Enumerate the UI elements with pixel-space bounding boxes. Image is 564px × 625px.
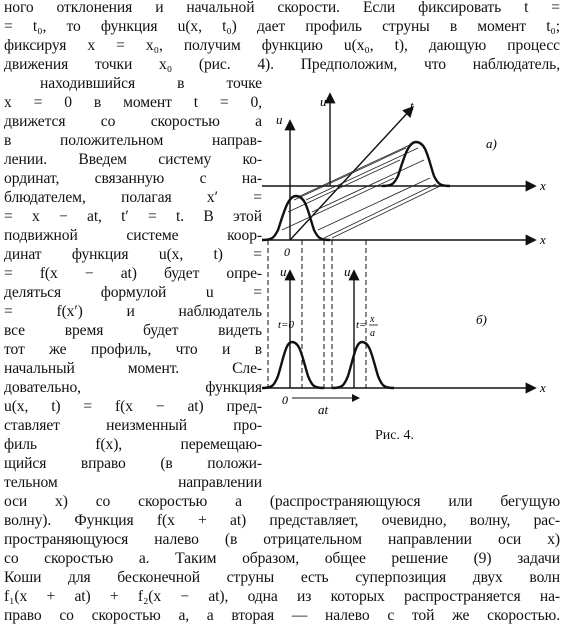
- text-line: Коши для бесконечной струны есть суперпо…: [4, 569, 560, 586]
- text-line: u(x, t) = f(x − at) пред-: [4, 398, 262, 415]
- text-line: ного отклонения и начальной скорости. Ес…: [4, 0, 560, 16]
- u-label2-a: u: [320, 94, 327, 109]
- profile-b-moved: [331, 340, 395, 390]
- text-line: довательно, функция: [4, 379, 262, 396]
- t0-label: t=0: [278, 319, 294, 331]
- text-line: = f(x − at) будет опре-: [4, 265, 262, 282]
- projection-lines: [267, 240, 367, 388]
- u-label-a: u: [276, 112, 283, 127]
- page: ного отклонения и начальной скорости. Ес…: [4, 0, 560, 624]
- label-b: б): [476, 312, 487, 327]
- profile-initial: [262, 194, 331, 242]
- text-line: = f(x′) и наблюдатель: [4, 303, 262, 320]
- text-line: тельном направлении: [4, 474, 262, 491]
- text-line: ставляет неизменный про-: [4, 417, 262, 434]
- text-line: со скоростью a. Таким образом, общее реш…: [4, 550, 560, 567]
- text-line: волну). Функция f(x + at) представляет, …: [4, 512, 560, 529]
- text-line: ординат, связанную с на-: [4, 170, 262, 187]
- label-a: а): [486, 136, 497, 151]
- t-label-b: t=: [356, 319, 366, 331]
- origin-b: 0: [282, 393, 288, 407]
- text-line: пространяющуюся налево (в отрицательном …: [4, 531, 560, 548]
- text-line: движения точки x₀ (рис. 4). Предположим,…: [4, 56, 560, 73]
- text-line: начальный момент. Сле-: [4, 360, 262, 377]
- x-label-lower: x: [539, 232, 546, 247]
- text-line: f₁(x + at) + f₂(x − at), одна из которых…: [4, 588, 560, 605]
- text-line: оси x) со скоростью a (распространяющуюс…: [4, 493, 560, 510]
- text-line: = t₀, то функция u(x, t₀) дает профиль с…: [4, 18, 560, 35]
- origin-a: 0: [284, 245, 290, 259]
- text-line: фиксируя x = x₀, получим функцию u(x₀, t…: [4, 37, 560, 54]
- text-line: находившийся в точке: [40, 75, 262, 92]
- profile-b-initial: [262, 340, 325, 390]
- text-line: x = 0 в момент t = 0,: [4, 94, 262, 111]
- text-line: щийся вправо (в положи-: [4, 455, 262, 472]
- x-label-upper: x: [539, 178, 546, 193]
- x-label-b: x: [539, 380, 546, 395]
- text-line: = x − at, t′ = t. В этой: [4, 208, 262, 225]
- text-line: все время будет видеть: [4, 322, 262, 339]
- figure-4: u u t а) x x 0 u u t=0 t= x a б) x 0: [262, 92, 546, 417]
- at-label: at: [318, 402, 329, 417]
- text-line: филь f(x), перемещаю-: [4, 436, 262, 453]
- text-line: тот же профиль, что и в: [4, 341, 262, 358]
- text-line: блюдателем, полагая x′ =: [4, 189, 262, 206]
- frac-den: a: [370, 328, 375, 339]
- text-line: деляться формулой u =: [4, 284, 262, 301]
- profile-moved: [381, 140, 451, 188]
- text-line: движется со скоростью a: [4, 113, 262, 130]
- frac-num: x: [369, 314, 375, 325]
- t-label: t: [410, 98, 414, 113]
- figure-caption: Рис. 4.: [375, 428, 414, 443]
- surface-hatching: [281, 143, 441, 239]
- text-line: в положительном направ-: [4, 132, 262, 149]
- text-line: лении. Введем систему ко-: [4, 151, 262, 168]
- text-line: динат функция u(x, t) =: [4, 246, 262, 263]
- u-label-b: u: [280, 264, 287, 279]
- text-line: право со скоростью a, а вторая — налево …: [4, 607, 560, 624]
- text-line: подвижной системе коор-: [4, 227, 262, 244]
- u-label2-b: u: [344, 264, 351, 279]
